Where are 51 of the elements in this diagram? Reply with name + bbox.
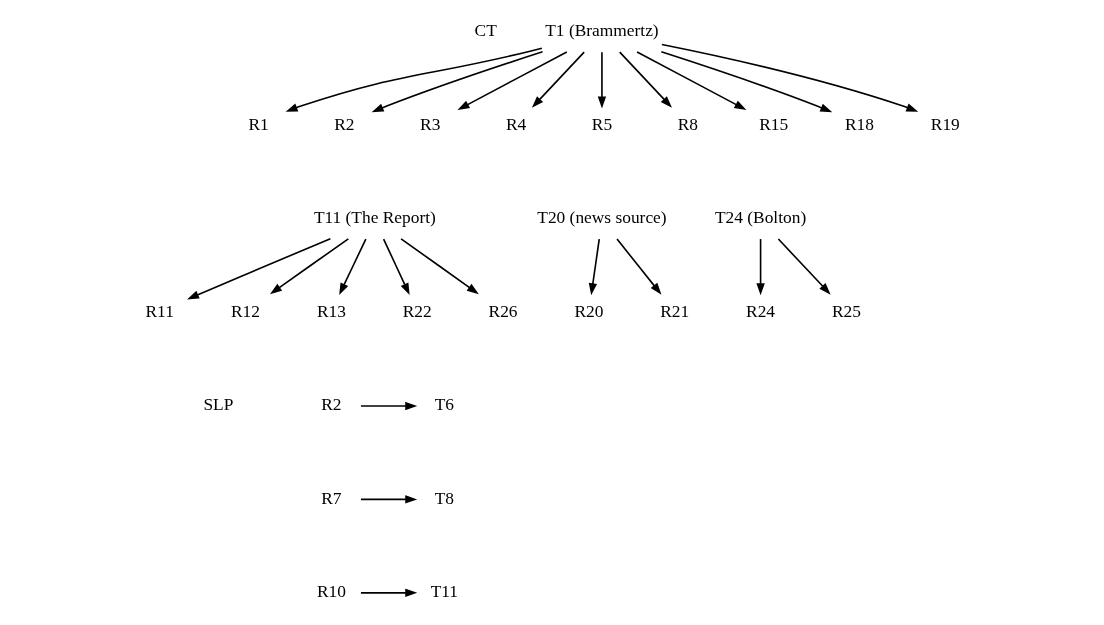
label: CT (474, 21, 497, 41)
node-text: R24 (745, 301, 775, 321)
arrow (755, 238, 765, 296)
node-text: T11 (The Report) (313, 208, 436, 228)
arrow (615, 238, 661, 295)
arrow (660, 51, 832, 113)
node-text: T8 (434, 488, 454, 508)
arrow (531, 51, 585, 108)
arrow (338, 238, 367, 296)
arrow (399, 238, 479, 295)
node-text: R4 (505, 114, 526, 134)
arrow (618, 51, 672, 108)
node-text: R1 (247, 114, 269, 134)
node-text: R2 (320, 395, 342, 415)
node-text: T1 (Brammertz) (544, 21, 659, 41)
arrow (456, 51, 568, 111)
arrow (597, 51, 606, 109)
node-text: R22 (402, 301, 432, 321)
arrow (359, 495, 417, 504)
arrow (660, 43, 918, 112)
arrow (285, 47, 543, 112)
node-text: R12 (230, 301, 260, 321)
arrow (371, 51, 543, 113)
arrow (588, 238, 600, 296)
label: SLP (202, 395, 233, 415)
arrow (269, 238, 349, 295)
node-text: R18 (844, 114, 874, 134)
node-text: R13 (316, 301, 346, 321)
node-text: R20 (573, 301, 603, 321)
node-text: R19 (930, 114, 960, 134)
arrow (382, 238, 410, 296)
node-text: T6 (434, 395, 454, 415)
arrow (635, 51, 746, 111)
node-text: R10 (316, 581, 346, 601)
node-text: R2 (333, 114, 355, 134)
arrow (777, 238, 831, 295)
node-text: R11 (145, 301, 174, 321)
node-text: R8 (677, 114, 698, 134)
node-text: T20 (news source) (536, 208, 667, 228)
node-text: R21 (659, 301, 689, 321)
arrow (359, 401, 417, 411)
node-text: R26 (488, 301, 518, 321)
node-text: R7 (320, 488, 342, 508)
node-text: T11 (430, 581, 458, 601)
node-text: R15 (758, 114, 788, 134)
node-text: R25 (831, 301, 861, 321)
arrow (359, 588, 417, 598)
node-text: T24 (Bolton) (714, 208, 806, 228)
node-text: R5 (591, 114, 612, 134)
arrow (186, 237, 331, 300)
node-text: R3 (419, 114, 440, 134)
